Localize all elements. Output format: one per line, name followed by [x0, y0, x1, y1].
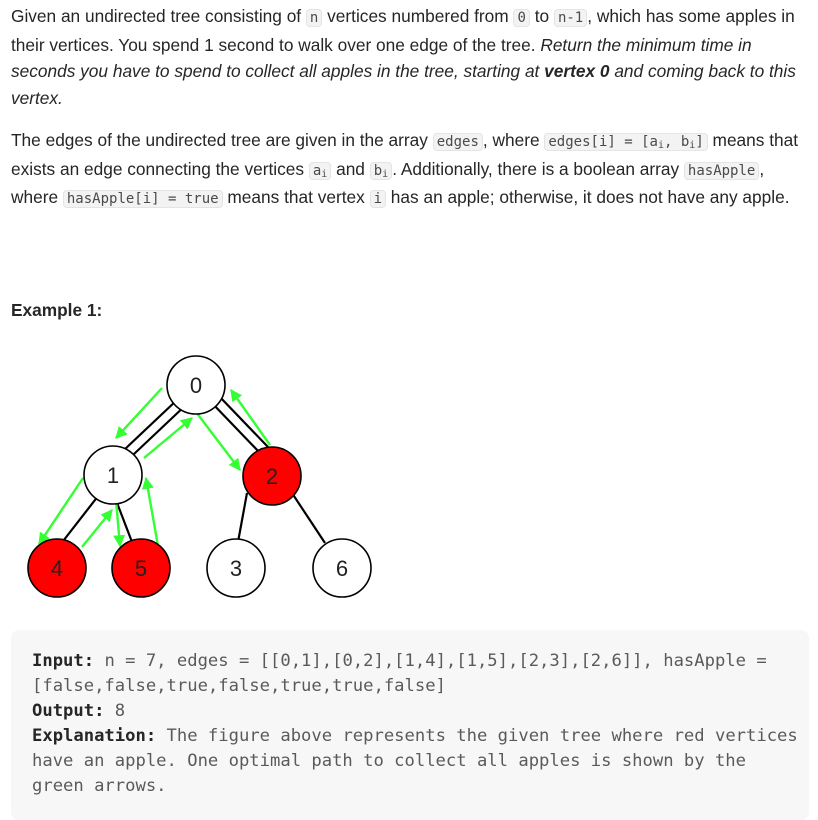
edge-0-2b	[217, 394, 269, 448]
edge-2-6	[289, 489, 326, 544]
output-label: Output:	[32, 701, 105, 721]
arrow-5-to-1	[141, 476, 160, 547]
node-label-1: 1	[107, 463, 119, 488]
input-label: Input:	[32, 651, 95, 671]
node-1	[83, 445, 143, 505]
arrow-1-to-5	[113, 499, 126, 548]
node-3	[206, 538, 266, 598]
code-n: n	[305, 9, 323, 27]
node-label-4: 4	[51, 556, 63, 581]
explanation-value: The figure above represents the given tr…	[32, 726, 809, 796]
node-labels: 0 1 2 3 4 5 6	[51, 373, 348, 581]
edge-0-1a	[123, 398, 179, 451]
node-label-2: 2	[266, 464, 278, 489]
edge-0-1b	[133, 402, 189, 455]
problem-intro: Given an undirected tree consisting of n…	[11, 6, 796, 108]
node-5	[111, 538, 171, 598]
code-hasapple: hasApple	[683, 161, 760, 180]
node-label-3: 3	[230, 556, 242, 581]
arrow-2-to-0	[230, 389, 271, 446]
node-4	[27, 538, 87, 598]
node-6	[312, 538, 372, 598]
tree-nodes	[27, 355, 372, 598]
arrow-4-to-1	[81, 509, 113, 548]
node-label-6: 6	[336, 556, 348, 581]
code-edges: edges	[432, 133, 483, 151]
code-bi: bi	[369, 161, 393, 180]
tree-diagram: 0 1 2 3 4 5 6	[27, 355, 372, 598]
example-heading: Example 1:	[11, 300, 103, 320]
code-zero: 0	[513, 9, 530, 27]
code-ai: ai	[308, 161, 332, 180]
edges-description: The edges of the undirected tree are giv…	[11, 130, 799, 208]
edge-2-3	[236, 492, 249, 543]
arrow-0-to-2	[195, 411, 241, 471]
example-box: Input: n = 7, edges = [[0,1],[0,2],[1,4]…	[11, 630, 809, 820]
node-label-0: 0	[190, 373, 202, 398]
code-edges-i: edges[i] = [ai, bi]	[544, 133, 708, 151]
input-value: n = 7, edges = [[0,1],[0,2],[1,4],[1,5],…	[32, 651, 778, 696]
edge-0-2a	[209, 400, 261, 454]
code-hasapple-i: hasApple[i] = true	[62, 190, 223, 208]
example-code: Input: n = 7, edges = [[0,1],[0,2],[1,4]…	[32, 649, 802, 799]
edge-1-4	[59, 490, 103, 546]
node-label-5: 5	[135, 556, 147, 581]
node-0	[166, 355, 226, 415]
arrow-1-to-0	[143, 417, 193, 459]
arrow-0-to-1	[115, 387, 163, 439]
explanation-label: Explanation:	[32, 726, 157, 746]
node-2	[242, 446, 302, 506]
code-i: i	[369, 190, 386, 208]
arrow-1-to-4	[38, 477, 84, 545]
output-value: 8	[104, 701, 126, 721]
code-n-minus-1: n-1	[553, 9, 588, 27]
path-arrows	[38, 387, 271, 548]
